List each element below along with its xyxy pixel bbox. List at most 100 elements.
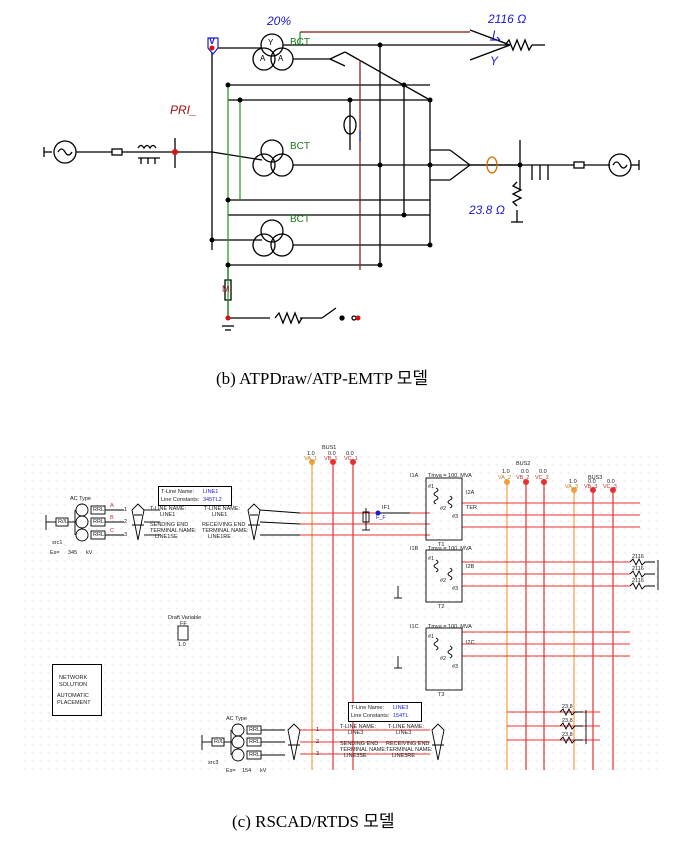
phase-num-3b: 3 (316, 751, 320, 757)
tline1-box[interactable]: T-Line Name: LINE1 Line Constants: 345TL… (158, 486, 232, 506)
tline1-send-term-val: LINE1SE (155, 534, 178, 540)
t2-name: T2 (438, 604, 445, 610)
percent-label: 20% (267, 14, 292, 28)
t1-out: I2A (466, 490, 475, 496)
tline1-recv-term: RECEIVING END (202, 522, 246, 528)
load-top-2: 2116 (632, 566, 644, 572)
bus3-vb-val: 0.0 (588, 479, 596, 485)
source3-type: AC Type (226, 716, 247, 722)
t2-curr: I1B (410, 546, 419, 552)
tline3-recv-name: T-LINE NAME: (388, 724, 425, 730)
source1-kv: kV (86, 550, 93, 556)
bus1-vb-meter: VB_1 (324, 456, 338, 462)
t3-curr: I1C (410, 624, 419, 630)
bct-label-3: BCT (290, 214, 310, 225)
t3-out: I2C (466, 640, 475, 646)
network-l1: NETWORK (59, 675, 88, 681)
t3-w2: #2 (440, 656, 447, 662)
tline3-box-name-val: LINE3 (393, 705, 409, 711)
t3-w3: #3 (452, 664, 459, 670)
draft-value: 1.0 (178, 642, 186, 648)
caption-rtds: (c) RSCAD/RTDS 모델 (232, 812, 395, 831)
tline1-box-name-val: LINE1 (203, 489, 219, 495)
tline3-box-const-val: 154TL (393, 713, 409, 719)
tline3-box-name: T-Line Name: (351, 705, 385, 711)
source1-kv-val: 345 (68, 550, 78, 556)
m-label: M (222, 284, 230, 294)
bus2-name: BUS2 (516, 461, 531, 467)
t2-w1: #1 (428, 556, 435, 562)
source3-rrl-a: RRL (249, 727, 261, 733)
draft-title: Draft Variable (168, 615, 202, 621)
tline1-send-name-val: LINE1 (160, 512, 176, 518)
bus3-va-val: 1.0 (569, 479, 577, 485)
bus2-vb-val: 0.0 (521, 469, 529, 475)
tline1-recv-name: T-LINE NAME: (204, 506, 241, 512)
source3-rrl-c: RRL (249, 752, 261, 758)
load-bottom-1: 23.8 (562, 704, 573, 710)
load-bottom-2: 23.8 (562, 718, 573, 724)
t3-w1: #1 (428, 634, 435, 640)
load-top-3: 2116 (632, 578, 644, 584)
bus1-vb-val: 0.0 (328, 451, 336, 457)
t3-name: T3 (438, 692, 445, 698)
bus2-vc-val: 0.0 (539, 469, 547, 475)
winding-a-2: A (278, 54, 284, 63)
phase-num-1b: 1 (316, 727, 320, 733)
t1-curr: I1A (410, 473, 419, 479)
bus1-name: BUS1 (322, 445, 337, 451)
t2-tmva: Tmva = 100. MVA (428, 546, 472, 552)
y-label: Y (490, 54, 499, 68)
t2-w2: #2 (440, 578, 447, 584)
t2-w3: #3 (452, 586, 459, 592)
winding-y-1: Y (268, 38, 274, 47)
bus3-vb-meter: VB_3 (584, 484, 598, 490)
tline1-send-term: SENDING END (150, 522, 189, 528)
bct-label-1: BCT (290, 37, 310, 48)
bus3-name: BUS3 (588, 475, 603, 481)
resistor-2116-label: 2116 Ω (488, 12, 527, 26)
tline3-box[interactable]: T-Line Name: LINE3 Line Constants: 154TL (348, 702, 422, 722)
network-l4: PLACEMENT (57, 700, 91, 706)
bus2-va-meter: VA_2 (498, 475, 512, 481)
tline3-send-name: T-LINE NAME: (340, 724, 377, 730)
bus1-vc-meter: VC_1 (344, 456, 358, 462)
bus3-vc-val: 0.0 (607, 479, 615, 485)
source3-rl: R//L (214, 739, 225, 745)
load-top-1: 2116 (632, 554, 644, 560)
fault-curr: IF1 (382, 505, 390, 511)
tline1-recv-term2: TERMINAL NAME: (202, 528, 249, 534)
phase-letter-c: C (110, 528, 114, 534)
tline3-send-term2: TERMINAL NAME: (340, 747, 387, 753)
bus3-va-meter: VA_3 (565, 484, 579, 490)
bus2-vc-meter: VC_2 (535, 475, 549, 481)
current-i-label: I (492, 28, 496, 42)
pri-label: PRI_ (170, 103, 197, 117)
t1-w3: #3 (452, 514, 459, 520)
draft-var: FF (180, 621, 187, 627)
bus1-va-val: 1.0 (307, 451, 315, 457)
source3-kv-val: 154 (242, 768, 252, 774)
source1-rrl-c: RRL (93, 532, 105, 538)
tline3-recv-term-val: LINE3RE (392, 753, 415, 759)
source1-type: AC Type (70, 496, 91, 502)
source3-rrl-b: RRL (249, 739, 261, 745)
network-solution-box[interactable]: NETWORK SOLUTION AUTOMATIC PLACEMENT (52, 664, 102, 716)
winding-a-1: A (260, 54, 266, 63)
bct-label-2: BCT (290, 141, 310, 152)
fault-label: F_F (376, 515, 386, 521)
tline1-send-term2: TERMINAL NAME: (150, 528, 197, 534)
phase-num-2a: 2 (124, 519, 128, 525)
t2-out: I2B (466, 564, 475, 570)
source3-name: src3 (208, 760, 219, 766)
resistor-238-label: 23.8 Ω (469, 203, 505, 217)
source1-rrl-a: RRL (93, 507, 105, 513)
t1-w2: #2 (440, 506, 447, 512)
bus1-vc-val: 0.0 (346, 451, 354, 457)
source1-name: src1 (52, 540, 63, 546)
tline1-box-const: Line Constants: (161, 497, 200, 503)
tline1-box-const-val: 345TL2 (203, 497, 222, 503)
network-l2: SOLUTION (59, 682, 88, 688)
phase-num-1a: 1 (124, 507, 128, 513)
